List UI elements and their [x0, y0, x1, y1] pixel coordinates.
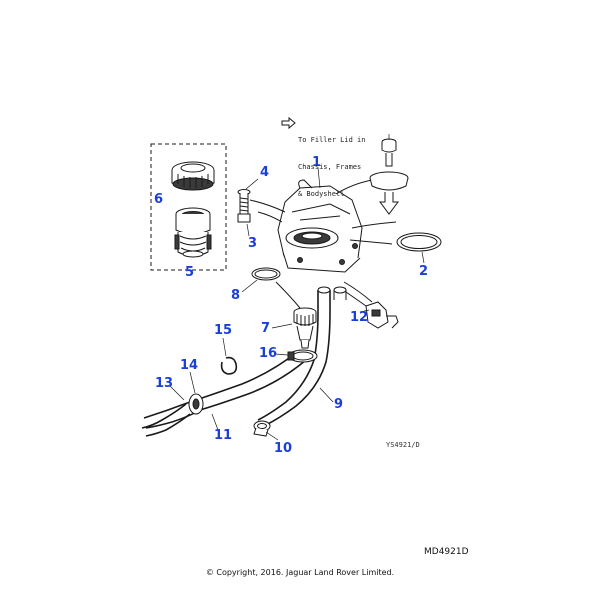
callout-4: 4: [260, 165, 270, 180]
part-group-box: [150, 143, 227, 271]
bolt-part-3: [237, 189, 251, 223]
hose-part-9: [257, 286, 331, 427]
copyright-notice: © Copyright, 2016. Jaguar Land Rover Lim…: [205, 568, 395, 577]
note-line-1: To Filler Lid in: [298, 136, 366, 144]
callout-14: 14: [180, 358, 199, 373]
callout-1: 1: [312, 155, 322, 170]
callout-8: 8: [231, 288, 241, 303]
spring-clip-part-15: [220, 356, 238, 375]
filler-lid-grommet-assembly: [369, 138, 409, 215]
connector-hose-end: [333, 286, 347, 300]
callout-3: 3: [248, 236, 258, 251]
clip-part-10: [253, 420, 271, 437]
grommet-part-14: [188, 393, 204, 415]
filler-neck-part-5: [174, 207, 212, 258]
callout-10: 10: [274, 441, 293, 456]
callout-7: 7: [261, 321, 271, 336]
callout-5: 5: [185, 265, 195, 280]
coupling-part-7: [275, 281, 317, 349]
o-ring-part-8: [251, 267, 281, 281]
callout-6: 6: [154, 192, 164, 207]
note-line-2: Chassis, Frames: [298, 163, 362, 171]
note-line-3: & Bodyshell: [298, 190, 345, 198]
connector-part-12: [339, 281, 399, 329]
note-arrow-icon: [281, 116, 296, 130]
filler-cap-part-6: [171, 161, 215, 191]
hose-clamp-part-16: [287, 349, 318, 363]
reference-code: MD4921D: [424, 547, 469, 557]
o-ring-part-2: [396, 232, 442, 252]
callout-16: 16: [259, 346, 278, 361]
callout-15: 15: [214, 323, 233, 338]
callout-9: 9: [334, 397, 344, 412]
filler-lid-note: To Filler Lid in Chassis, Frames & Bodys…: [298, 118, 365, 208]
drawing-code: YS4921/D: [386, 441, 420, 449]
hose-part-13: [141, 403, 191, 437]
callout-13: 13: [155, 376, 174, 391]
callout-12: 12: [350, 310, 369, 325]
filler-housing-part-1: [249, 179, 397, 273]
callout-11: 11: [214, 428, 233, 443]
callout-2: 2: [419, 264, 429, 279]
